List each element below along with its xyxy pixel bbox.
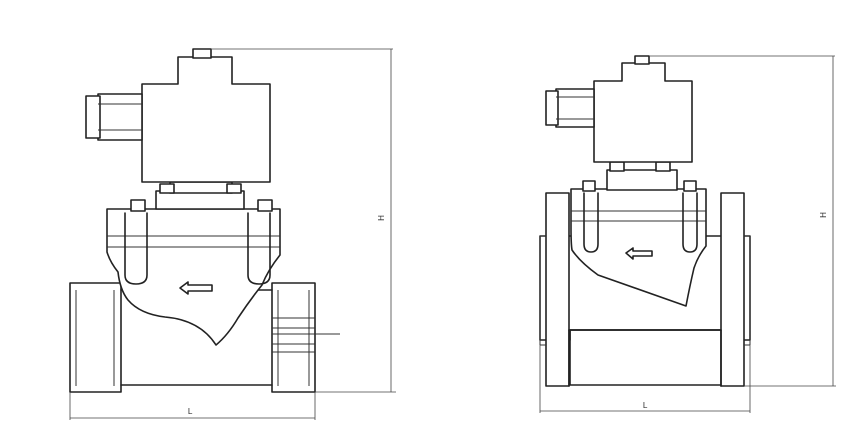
height-dimension-flanged: H [649, 55, 836, 387]
length-dimension-threaded: L [69, 392, 316, 420]
height-label-flanged: H [819, 212, 828, 218]
solenoid-coil-flanged [545, 55, 693, 163]
valve-bonnet-flanged [570, 180, 707, 307]
threaded-valve-drawing: H L [69, 48, 396, 420]
valve-yoke-flanged [606, 161, 678, 191]
solenoid-coil-threaded [85, 48, 271, 183]
length-label-flanged: L [643, 401, 648, 410]
valve-yoke-threaded [155, 181, 245, 210]
flanged-valve-drawing: H L [539, 55, 836, 413]
height-label-threaded: H [377, 215, 386, 221]
height-dimension-threaded: H [211, 48, 396, 393]
length-label-threaded: L [188, 407, 193, 416]
valve-bonnet-threaded [106, 199, 281, 346]
length-dimension-flanged: L [539, 345, 751, 413]
